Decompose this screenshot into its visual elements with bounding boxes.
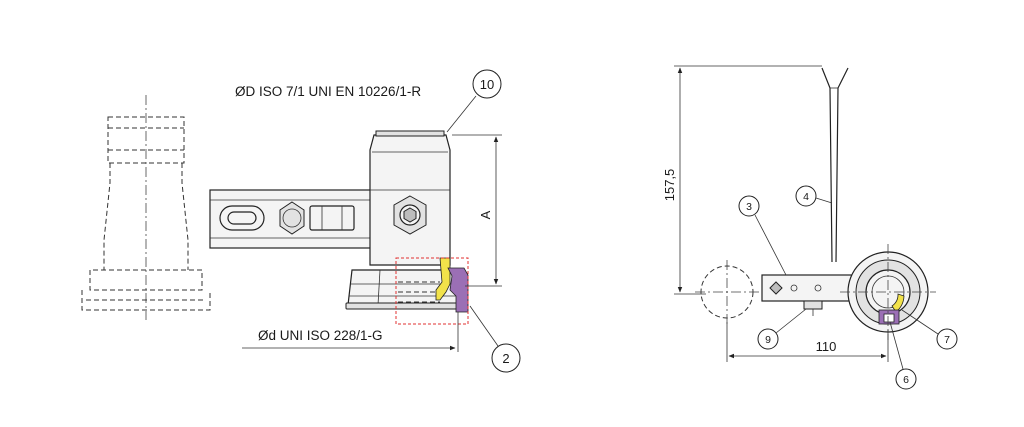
callout-4: 4 [803,191,809,203]
callout-4-circle [795,185,817,207]
callout-6-circle [895,368,917,390]
callout-2: 2 [502,351,509,366]
top-yellow-seal [891,293,905,313]
callout-3: 3 [746,201,752,213]
purple-seal [447,267,469,313]
callout-7-circle [936,328,958,350]
callout-2-circle [491,343,521,373]
callout-10: 10 [480,77,494,92]
yellow-seal [435,257,451,301]
top-view: 157,5 110 3 [662,65,958,390]
callout-10-circle [472,69,502,99]
detail-frame [395,257,469,325]
callout-6: 6 [903,374,909,386]
callout-9-circle [757,328,779,350]
thread-minor-label: Ød UNI ISO 228/1-G [258,328,383,343]
thread-major-label: ØD ISO 7/1 UNI EN 10226/1-R [235,84,421,99]
arm-bolt [279,201,305,235]
dim-a-label: A [478,210,493,219]
section-view: ØD ISO 7/1 UNI EN 10226/1-R 10 A Ød UNI … [209,69,521,373]
callout-3-circle [738,195,760,217]
dim-height-label: 157,5 [662,169,677,202]
callout-9: 9 [765,334,771,346]
slot-right [309,205,355,231]
hidden-line-view [81,95,211,320]
dim-width-label: 110 [816,339,837,354]
callout-7: 7 [944,334,950,346]
